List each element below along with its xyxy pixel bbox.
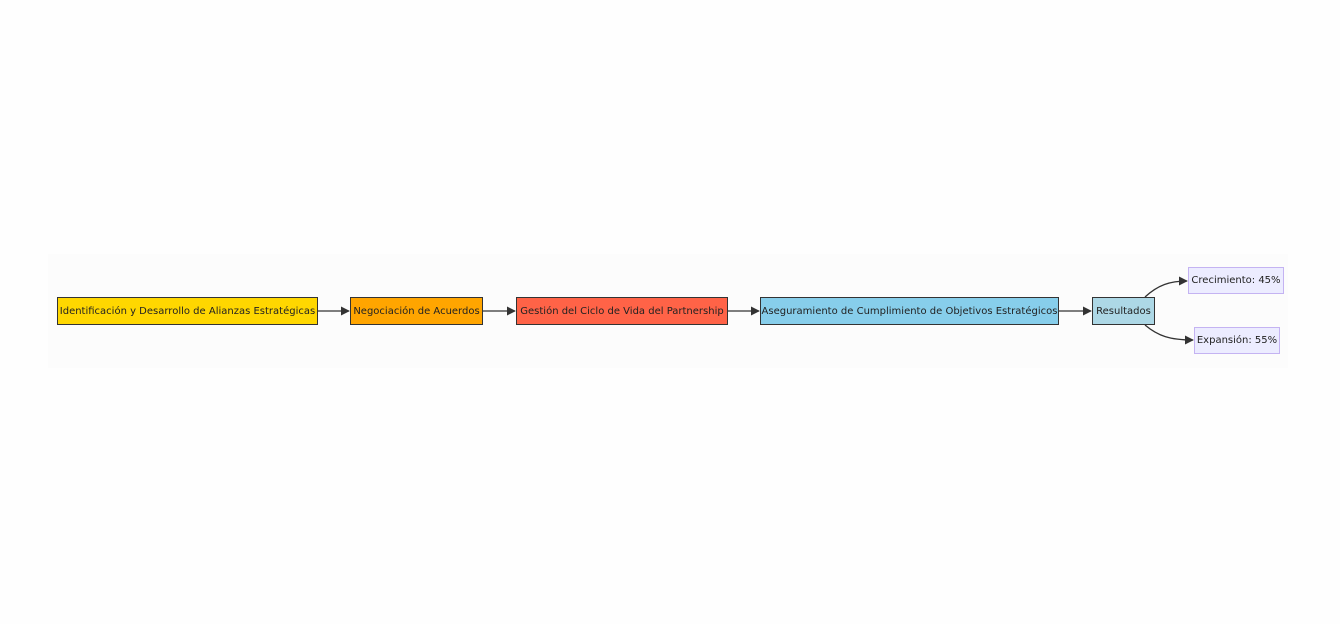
node-negociacion-acuerdos: Negociación de Acuerdos xyxy=(350,297,483,325)
edge-n5-n7 xyxy=(1144,324,1194,345)
node-aseguramiento-objetivos: Aseguramiento de Cumplimiento de Objetiv… xyxy=(760,297,1059,325)
edge-n5-n6 xyxy=(1144,276,1188,298)
node-gestion-ciclo-vida: Gestión del Ciclo de Vida del Partnershi… xyxy=(516,297,728,325)
node-crecimiento: Crecimiento: 45% xyxy=(1188,267,1284,294)
node-identificacion-alianzas: Identificación y Desarrollo de Alianzas … xyxy=(57,297,318,325)
node-expansion: Expansión: 55% xyxy=(1194,327,1280,354)
node-resultados: Resultados xyxy=(1092,297,1155,325)
